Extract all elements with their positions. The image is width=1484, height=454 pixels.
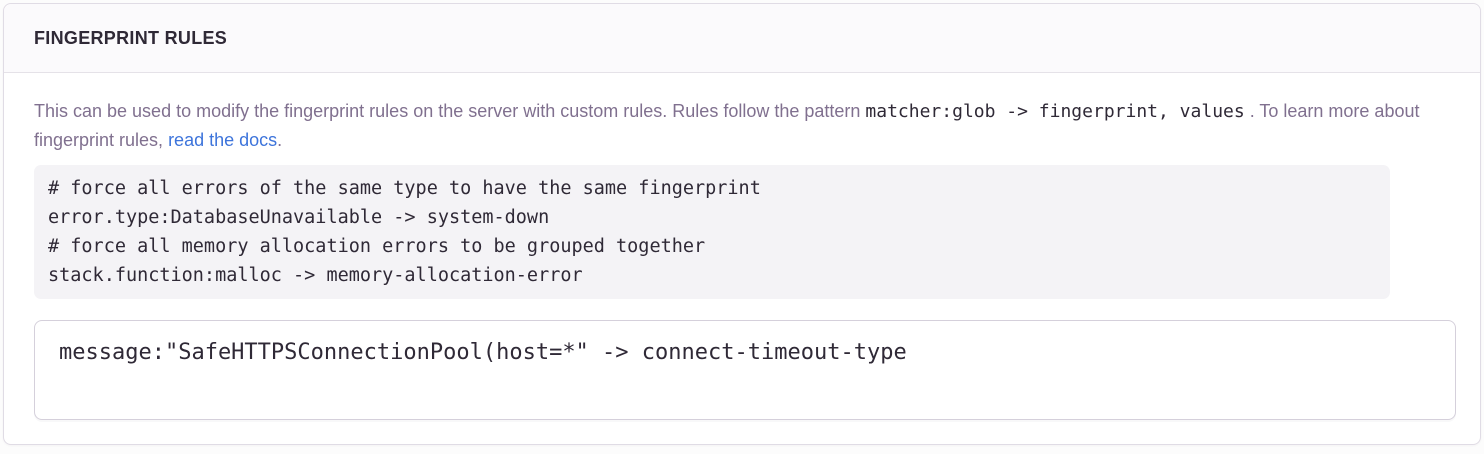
help-text: This can be used to modify the fingerpri… [34, 97, 1430, 154]
example-rule-line: error.type:DatabaseUnavailable -> system… [48, 207, 550, 228]
help-text-period: . [277, 130, 283, 150]
panel-title: FINGERPRINT RULES [34, 28, 228, 48]
panel-body: This can be used to modify the fingerpri… [4, 73, 1480, 444]
fingerprint-rules-panel: FINGERPRINT RULES This can be used to mo… [3, 3, 1481, 445]
example-rules-block: # force all errors of the same type to h… [34, 165, 1390, 299]
pattern-inline-code: matcher:glob -> fingerprint, values [865, 101, 1245, 122]
fingerprint-rules-input[interactable]: message:"SafeHTTPSConnectionPool(host=*"… [34, 320, 1456, 420]
help-text-mid: . To learn more about fingerprint rules, [34, 101, 1420, 150]
help-text-lead: This can be used to modify the fingerpri… [34, 101, 861, 121]
example-rule-line: stack.function:malloc -> memory-allocati… [48, 265, 583, 286]
read-the-docs-link[interactable]: read the docs [168, 130, 278, 150]
example-rule-line: # force all memory allocation errors to … [48, 236, 706, 257]
example-rule-line: # force all errors of the same type to h… [48, 178, 761, 199]
panel-header: FINGERPRINT RULES [4, 4, 1480, 73]
